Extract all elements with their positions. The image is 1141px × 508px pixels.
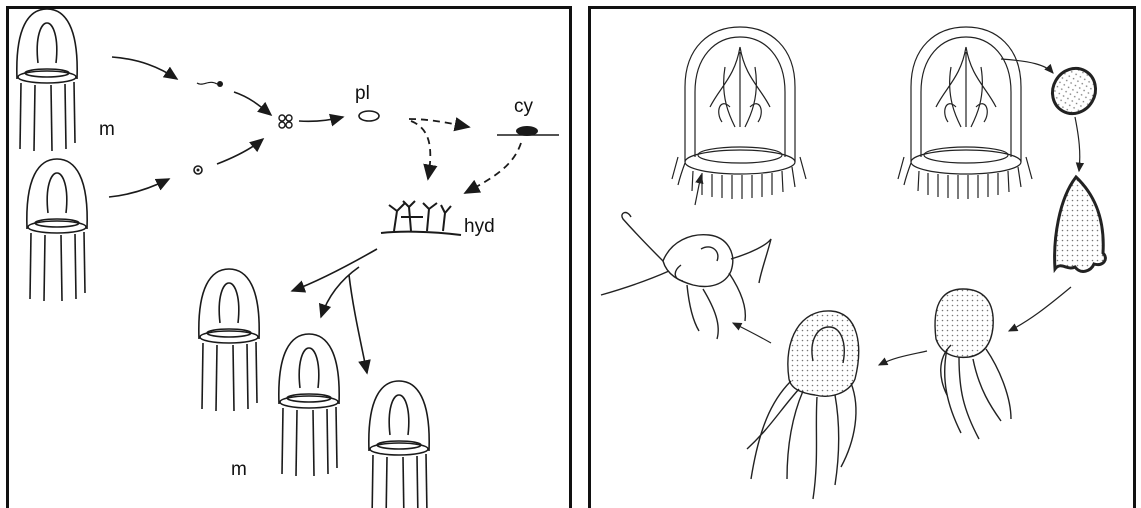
planula [359,111,379,121]
life-cycle-schematic-panel: m pl cy hyd m [6,6,572,508]
hydroid-colony [381,201,461,235]
juvenile-medusa-right [935,289,1011,439]
medusa-top-left [17,9,77,151]
label-medusa-top: m [99,119,115,141]
medusa-bottom-3 [369,381,429,508]
label-cyst: cy [514,96,533,118]
label-planula: pl [355,83,370,105]
medusa-bottom-1 [199,269,259,411]
tentacled-juvenile [601,213,771,339]
left-schematic-drawing [9,9,569,508]
planula-larva [1055,177,1106,271]
adult-medusa-right [898,27,1032,199]
right-illustration-drawing [591,9,1133,508]
label-hydroid: hyd [464,216,495,238]
medusa-mid-left [27,159,87,301]
egg [1044,61,1103,122]
life-cycle-illustration-panel [588,6,1136,508]
adult-medusa-left [672,27,806,199]
medusa-bottom-2 [279,334,339,476]
label-medusa-bottom: m [231,459,247,481]
sperm-cell [217,81,223,87]
embryo-cells [279,115,292,128]
cyst [497,126,559,136]
